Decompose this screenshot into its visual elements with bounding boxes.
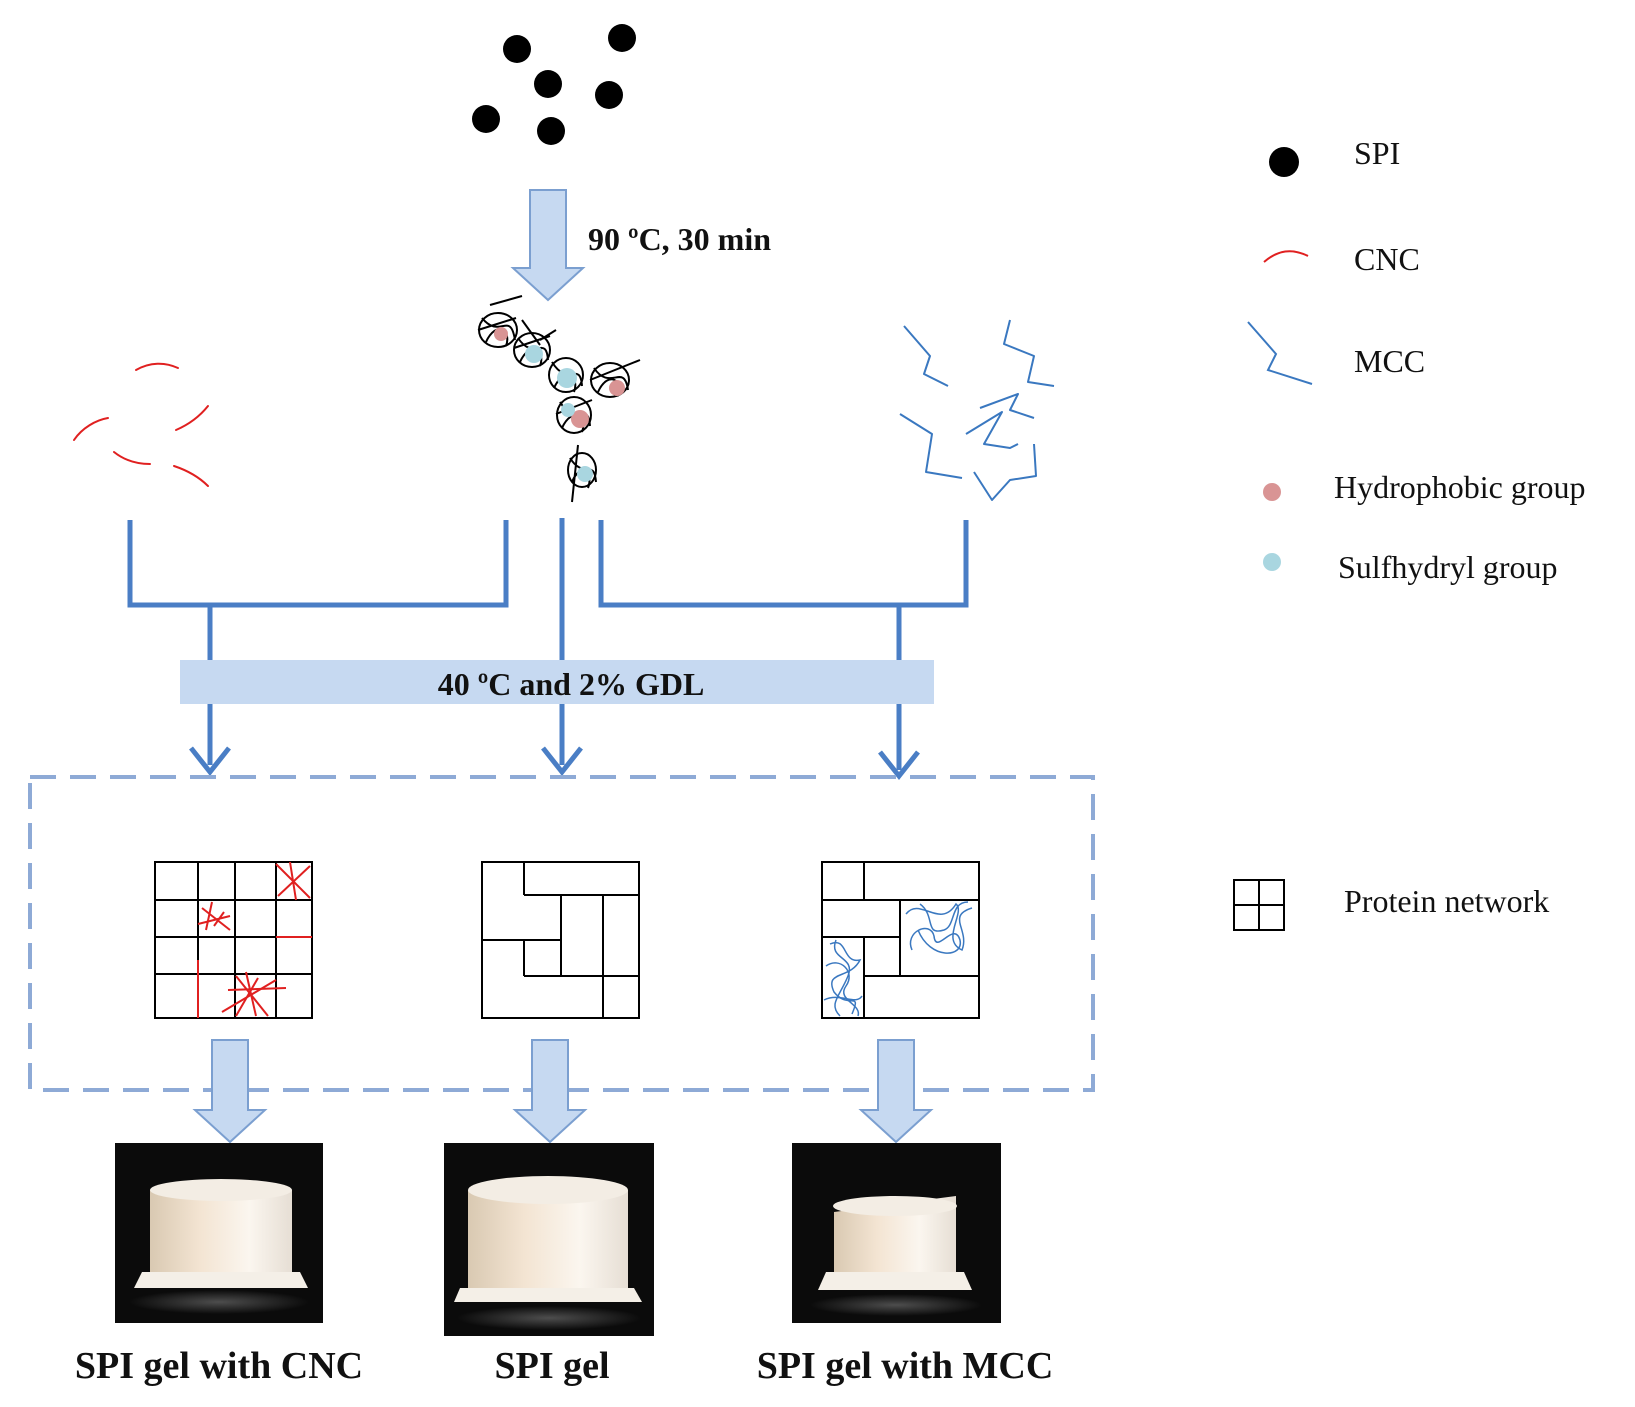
spi-particles — [472, 24, 636, 145]
legend: SPI CNC MCC Hydrophobic group Sulfhydryl… — [1233, 135, 1586, 931]
heat-step-label: 90 ºC, 30 min — [588, 221, 771, 257]
legend-sulfhydryl-label: Sulfhydryl group — [1338, 549, 1558, 585]
legend-sulfhydryl-symbol — [1263, 553, 1281, 571]
legend-hydrophobic-symbol — [1263, 483, 1281, 501]
gel-network-box — [28, 775, 1095, 1092]
result-arrows — [192, 1039, 934, 1144]
cnc-gel-photo — [115, 1143, 323, 1323]
legend-mcc-symbol — [1247, 321, 1313, 385]
spi-protein-network — [481, 861, 640, 1019]
caption-mcc-gel: SPI gel with MCC — [757, 1345, 1054, 1387]
heat-arrow — [510, 189, 586, 302]
legend-hydrophobic-label: Hydrophobic group — [1334, 469, 1586, 505]
mcc-fibers — [899, 319, 1055, 501]
legend-spi-symbol — [1269, 147, 1299, 177]
mcc-protein-network — [821, 861, 980, 1019]
mcc-gel-photo — [792, 1143, 1001, 1323]
legend-cnc-symbol — [1263, 250, 1309, 263]
caption-cnc-gel: SPI gel with CNC — [75, 1345, 363, 1387]
gelation-band — [180, 660, 934, 704]
connector-lines — [127, 518, 969, 781]
caption-spi-gel: SPI gel — [494, 1345, 609, 1387]
legend-cnc-label: CNC — [1354, 241, 1420, 277]
functional-groups — [494, 327, 625, 482]
cnc-fibers — [73, 362, 209, 487]
spi-gel-photo — [444, 1143, 654, 1336]
legend-network-symbol — [1233, 879, 1285, 931]
cnc-protein-network — [154, 861, 313, 1019]
unfolded-spi-aggregates — [477, 295, 641, 503]
legend-mcc-label: MCC — [1354, 343, 1425, 379]
gelation-step-label: 40 ºC and 2% GDL — [438, 666, 705, 702]
legend-spi-label: SPI — [1354, 135, 1400, 171]
legend-network-label: Protein network — [1344, 883, 1549, 919]
